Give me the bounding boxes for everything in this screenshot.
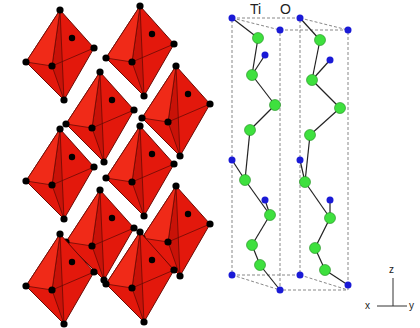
axis-label: x (365, 301, 370, 311)
titanium-atoms (229, 15, 352, 294)
oxygen-atoms (240, 33, 346, 276)
octahedra-model (22, 2, 213, 327)
axis-label: y (409, 301, 414, 311)
axis-indicator (377, 278, 407, 306)
unit-cell-outline (232, 18, 348, 290)
axis-label: z (389, 265, 394, 275)
atom-label: O (280, 2, 291, 16)
bonds (232, 18, 348, 290)
atom-label: Ti (250, 2, 261, 16)
